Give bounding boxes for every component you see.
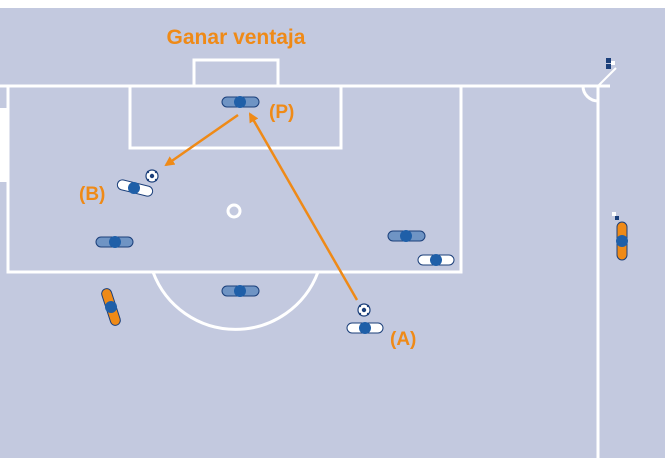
player-arc: [221, 285, 260, 297]
corner-flag-icon: [597, 58, 617, 87]
penalty-spot: [226, 203, 242, 219]
player-right-low: [417, 254, 455, 266]
goal-area: [128, 84, 343, 150]
player-p: [221, 96, 260, 108]
penalty-arc: [151, 271, 320, 331]
arrow-a-to-p: [248, 112, 359, 301]
player-a: [346, 322, 384, 334]
player-left-mid: [95, 236, 134, 248]
label-b: (B): [79, 184, 105, 205]
pitch-background: [0, 8, 665, 458]
label-a: (A): [390, 329, 416, 350]
label-p: (P): [269, 102, 294, 123]
diagram-title: Ganar ventaja: [167, 26, 306, 49]
player-touchline: [612, 212, 628, 261]
side-marker: [0, 108, 8, 182]
player-left-side: [101, 288, 121, 326]
movement-arrows: [164, 112, 359, 301]
player-right: [387, 230, 426, 242]
player-b: [116, 179, 154, 197]
corner-arc: [581, 85, 599, 103]
ball-icon: [145, 169, 159, 183]
goal: [192, 58, 280, 86]
arrow-p-to-b: [164, 113, 239, 167]
ball-icon: [357, 303, 371, 317]
